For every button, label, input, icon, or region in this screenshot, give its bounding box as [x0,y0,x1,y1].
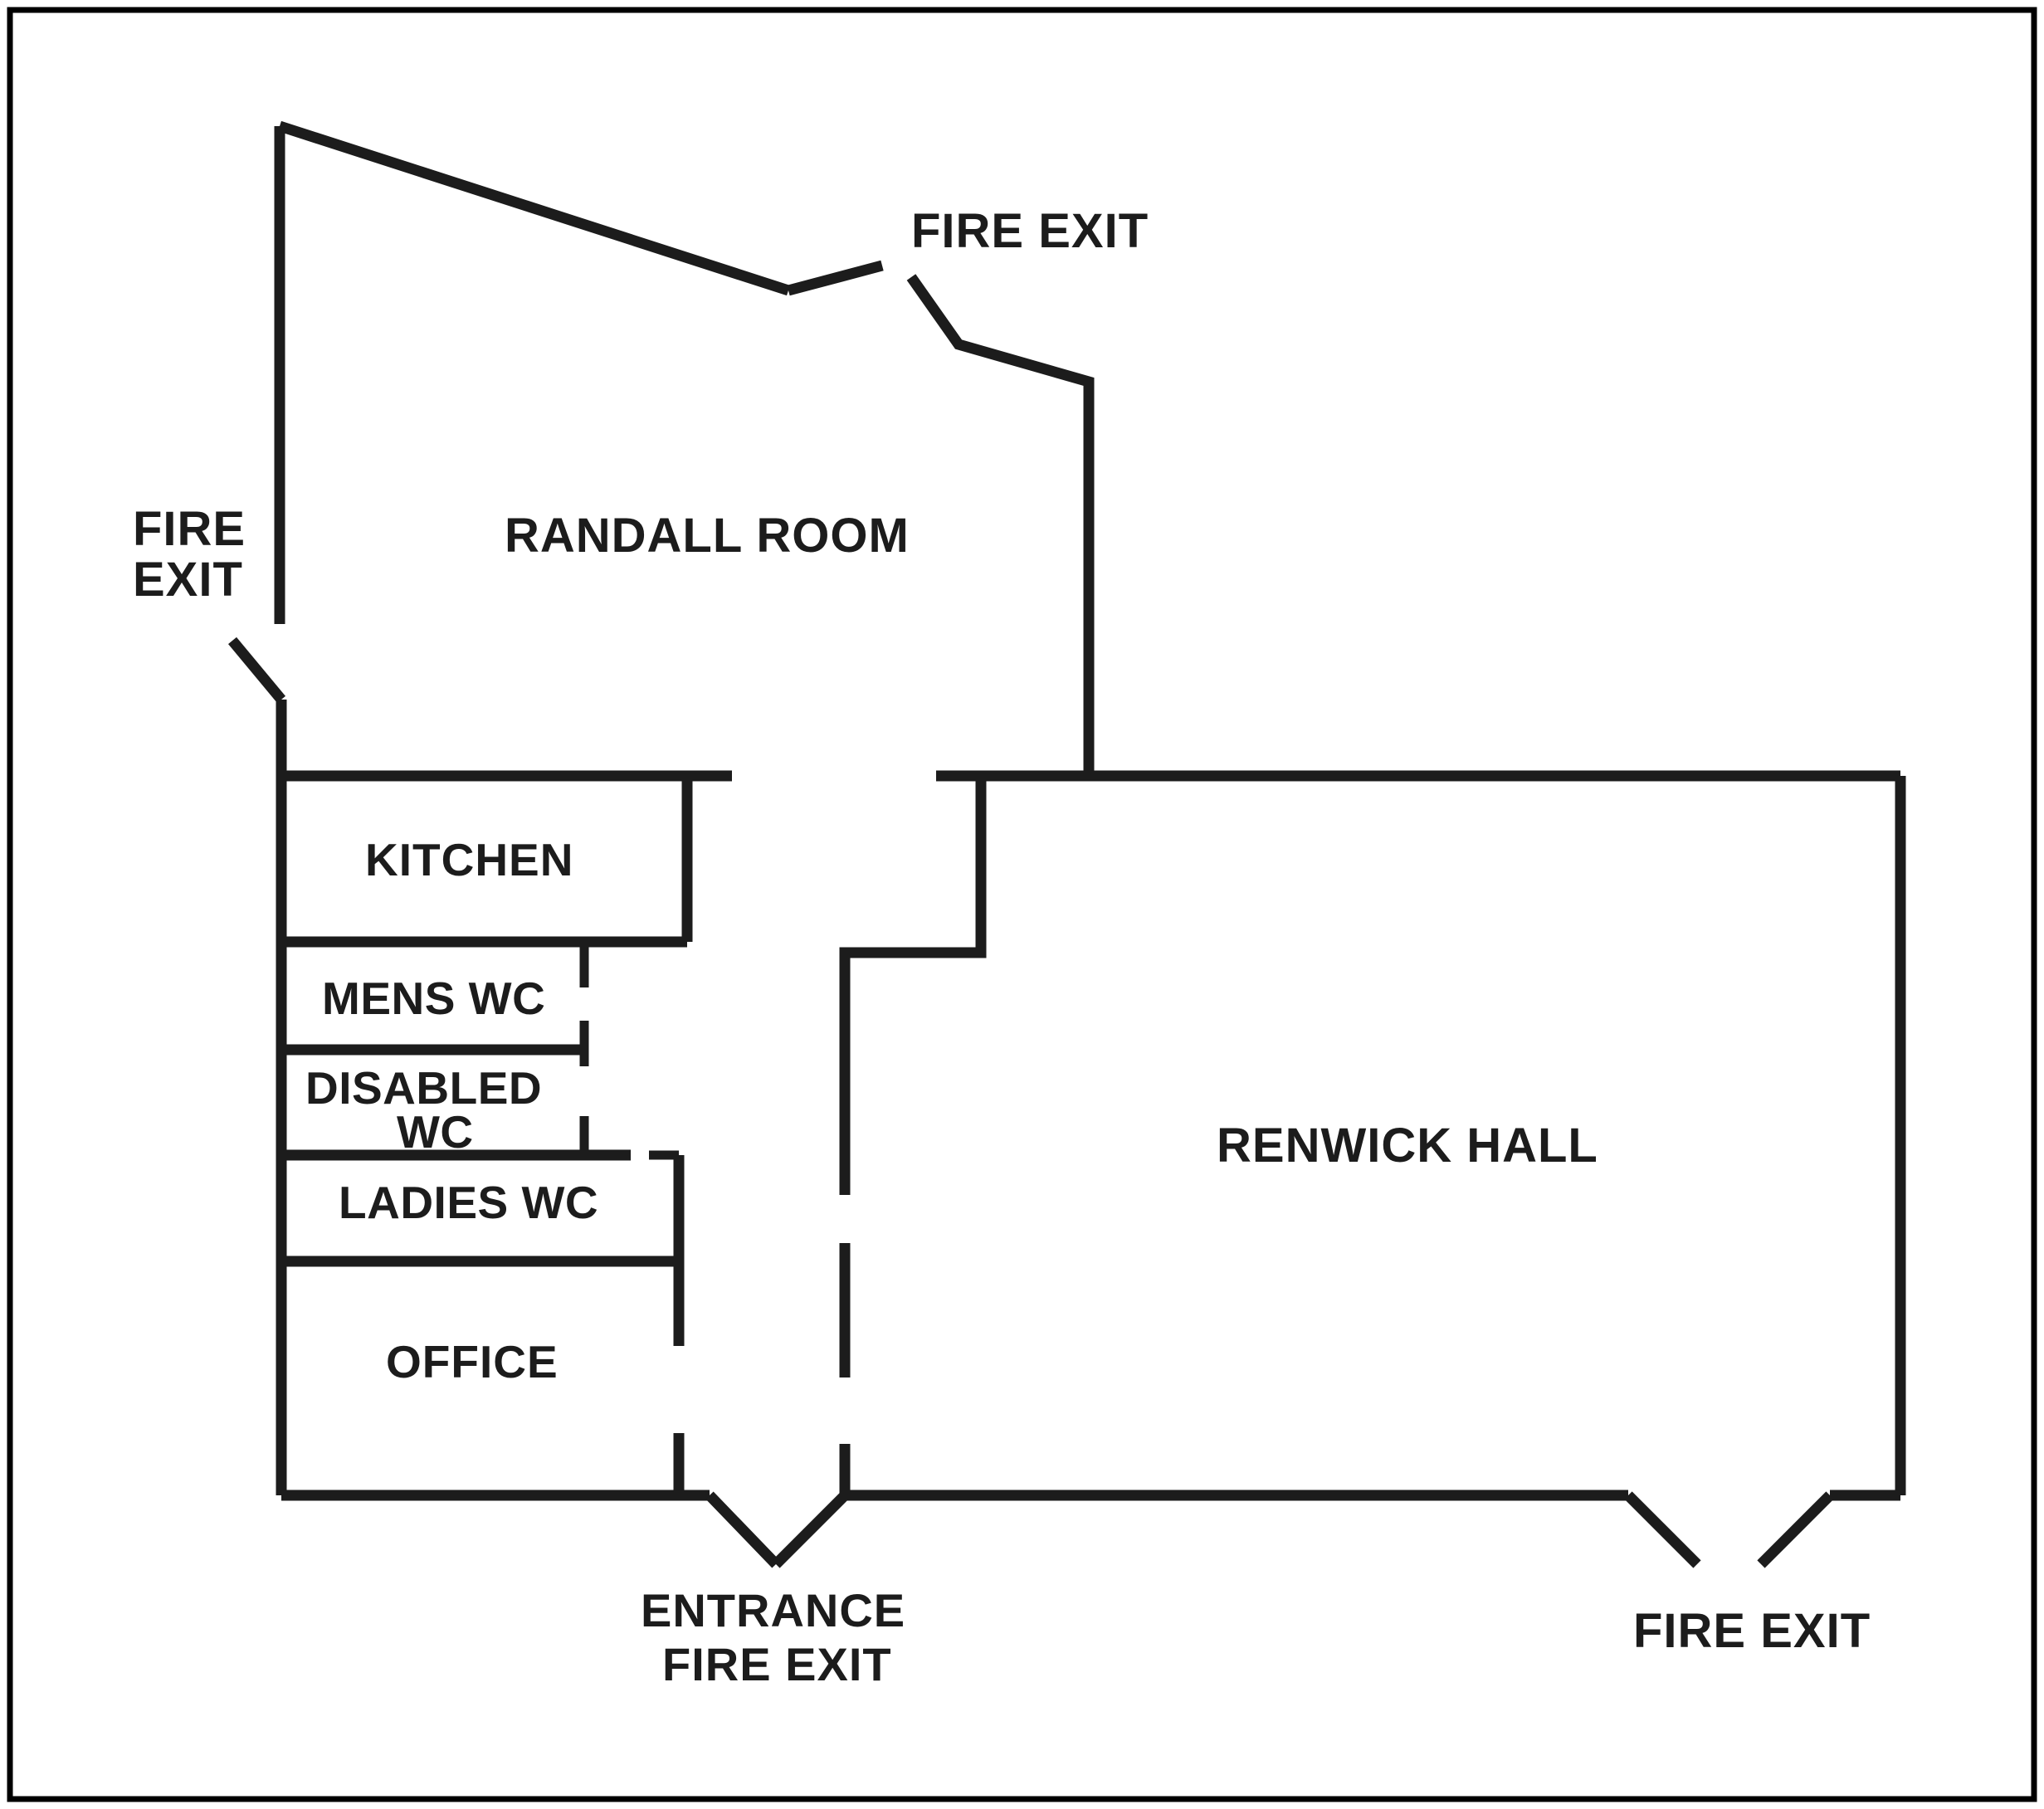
label-office: OFFICE [386,1336,559,1387]
randall-room-right-wall [906,274,1095,776]
left-fire-exit-door-swing [228,636,285,704]
entrance-door-swing-left [705,1491,780,1568]
label-right-fire-exit: FIRE EXIT [1633,1604,1871,1658]
label-randall-room: RANDALL ROOM [505,509,910,563]
label-disabled-wc-line2: WC [397,1106,474,1158]
label-ladies-wc: LADIES WC [339,1177,598,1228]
label-disabled-wc-line1: DISABLED [305,1062,542,1114]
label-renwick-hall: RENWICK HALL [1217,1119,1598,1173]
randall-room-top-wall-kick [787,260,884,296]
label-entrance-line1: ENTRANCE [641,1584,905,1636]
label-left-fire-exit-line1: FIRE [133,502,246,556]
entrance-door-swing-right [772,1491,849,1568]
corridor-right-wall [839,776,987,1195]
page-border [7,7,2037,1802]
label-mens-wc: MENS WC [322,973,545,1024]
label-left-fire-exit-line2: EXIT [133,553,243,607]
label-kitchen: KITCHEN [365,834,573,885]
randall-room-top-wall [278,120,790,296]
right-fire-exit-door-swing-right [1757,1491,1834,1568]
label-top-fire-exit: FIRE EXIT [911,204,1149,258]
label-entrance-line2: FIRE EXIT [662,1638,892,1690]
right-fire-exit-door-swing-left [1624,1491,1701,1568]
